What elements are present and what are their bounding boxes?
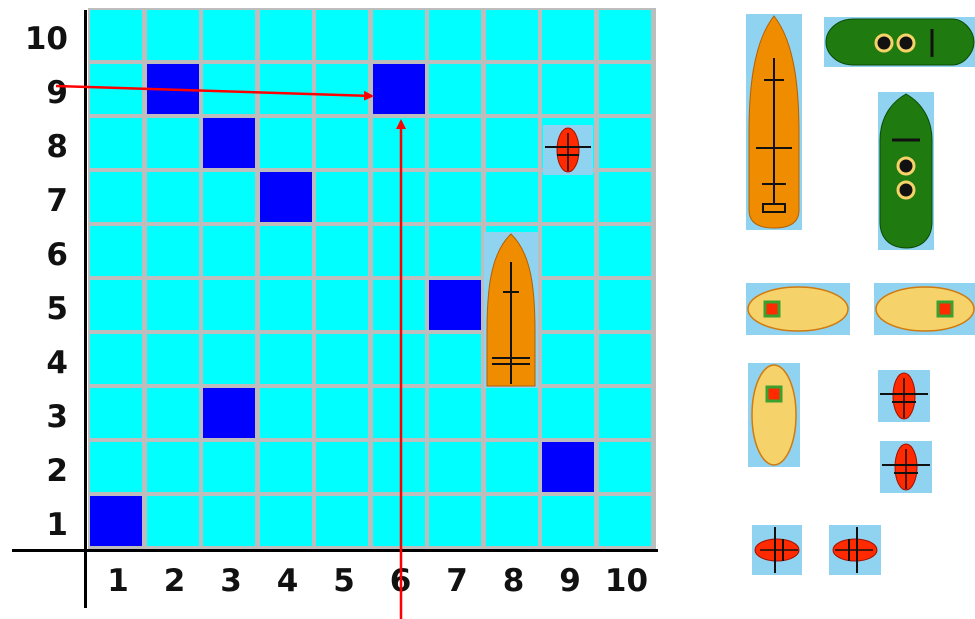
tanker-horizontal-icon-2[interactable] xyxy=(874,283,975,335)
tanker-horizontal-icon-1[interactable] xyxy=(746,283,850,335)
submarine-vertical-icon-2[interactable] xyxy=(880,441,932,493)
submarine-vertical-icon-1[interactable] xyxy=(878,370,930,422)
row-arrow xyxy=(56,86,372,96)
battleship-icon[interactable] xyxy=(746,14,802,230)
destroyer-vertical-icon[interactable] xyxy=(878,92,934,250)
submarine-horizontal-icon-1[interactable] xyxy=(752,525,802,575)
tanker-vertical-icon[interactable] xyxy=(748,363,800,467)
submarine-horizontal-icon-2[interactable] xyxy=(829,525,881,575)
destroyer-horizontal-icon[interactable] xyxy=(824,17,975,67)
